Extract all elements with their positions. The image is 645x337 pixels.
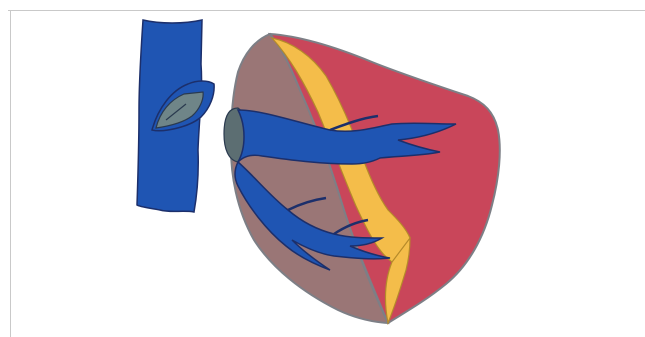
illustration-canvas <box>0 0 645 337</box>
anatomy-diagram <box>0 0 645 337</box>
